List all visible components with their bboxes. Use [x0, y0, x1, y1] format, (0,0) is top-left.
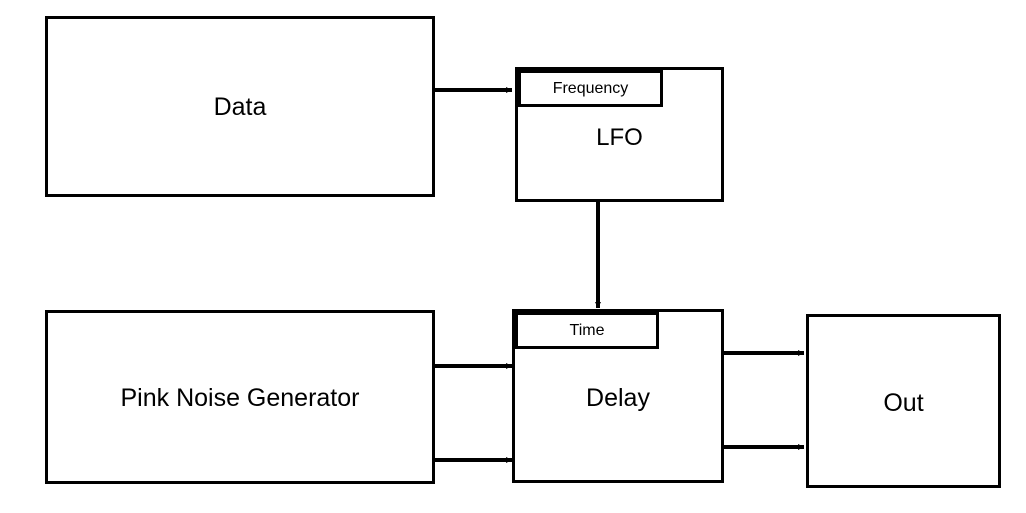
- out-block[interactable]: Out: [806, 314, 1001, 488]
- lfo-block-label: LFO: [596, 124, 643, 151]
- pink-noise-generator-label: Pink Noise Generator: [120, 384, 360, 412]
- pink-noise-generator-block[interactable]: Pink Noise Generator: [45, 310, 435, 484]
- frequency-input-port[interactable]: Frequency: [518, 70, 663, 107]
- out-block-label: Out: [883, 389, 924, 417]
- lfo-block[interactable]: Frequency LFO: [515, 67, 724, 202]
- data-block[interactable]: Data: [45, 16, 435, 197]
- delay-block-label: Delay: [586, 384, 650, 412]
- delay-block[interactable]: Time Delay: [512, 309, 724, 483]
- data-block-label: Data: [213, 93, 267, 121]
- time-input-port[interactable]: Time: [515, 312, 659, 349]
